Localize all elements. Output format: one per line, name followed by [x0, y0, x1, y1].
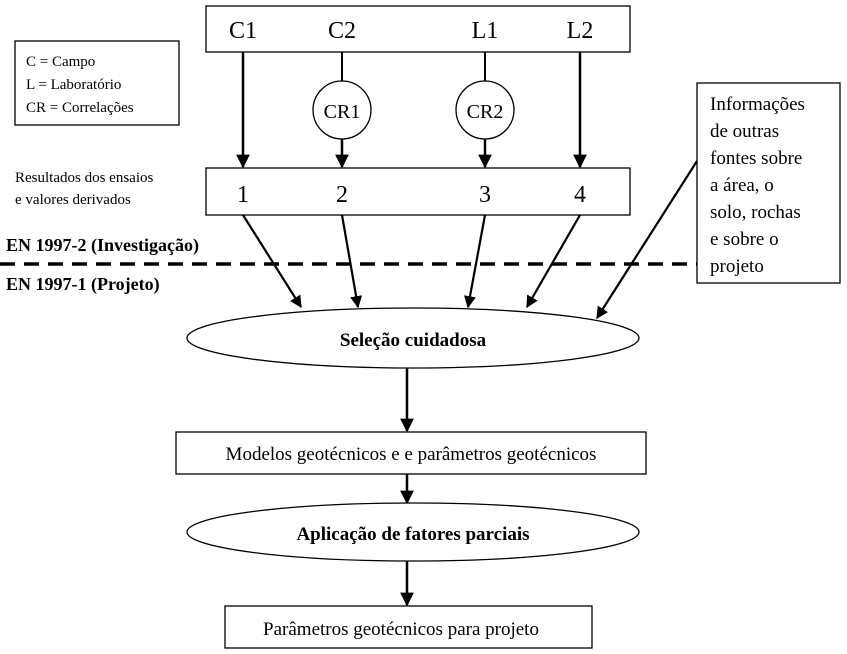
source-c1: C1	[229, 18, 257, 44]
models-label: Modelos geotécnicos e e parâmetros geoté…	[226, 444, 597, 465]
arrow-4-to-selection	[526, 214, 581, 309]
result-1: 1	[237, 182, 249, 208]
other-info-line3: fontes sobre	[710, 148, 802, 169]
result-4: 4	[574, 182, 586, 208]
other-info-line6: e sobre o	[710, 229, 779, 250]
selection-ellipse	[186, 307, 640, 369]
source-l2: L2	[567, 18, 594, 44]
sources-box: C1 C2 L1 L2	[205, 5, 631, 53]
other-info-line7: projeto	[710, 256, 764, 277]
cr1-label: CR1	[324, 101, 361, 123]
design-params-frame	[224, 605, 593, 649]
selection-step: Seleção cuidadosa	[186, 307, 640, 369]
cr2-label: CR2	[467, 101, 504, 123]
models-frame	[175, 431, 647, 475]
results-label-line1: Resultados dos ensaios	[15, 170, 153, 186]
result-2: 2	[336, 182, 348, 208]
results-frame	[205, 167, 631, 216]
arrow-2-to-selection	[340, 214, 363, 309]
source-l1: L1	[472, 18, 499, 44]
other-info-frame	[696, 82, 841, 284]
other-info-line2: de outras	[710, 121, 779, 142]
partial-factors-ellipse	[186, 502, 640, 562]
selection-label: Seleção cuidadosa	[340, 330, 487, 351]
arrow-other-info-to-selection	[596, 160, 698, 320]
design-params-step: Parâmetros geotécnicos para projeto	[224, 605, 593, 649]
legend-box	[14, 40, 180, 126]
cr1-circle	[312, 80, 372, 140]
other-info-line5: solo, rochas	[710, 202, 801, 223]
other-info-line4: a área, o	[710, 175, 774, 196]
results-label-line2: e valores derivados	[15, 192, 131, 208]
models-step: Modelos geotécnicos e e parâmetros geoté…	[175, 431, 647, 475]
arrow-1-to-selection	[242, 214, 302, 309]
partial-factors-label: Aplicação de fatores parciais	[296, 524, 529, 545]
cr2-circle	[455, 80, 515, 140]
other-info-box: Informações de outras fontes sobre a áre…	[696, 82, 841, 284]
legend-item-laboratorio: L = Laboratório	[26, 77, 121, 93]
partial-factors-step: Aplicação de fatores parciais	[186, 502, 640, 562]
sources-frame	[205, 5, 631, 53]
legend-item-correlacoes: CR = Correlações	[26, 100, 134, 116]
design-params-label: Parâmetros geotécnicos para projeto	[263, 619, 539, 640]
source-c2: C2	[328, 18, 356, 44]
other-info-line1: Informações	[710, 94, 805, 115]
correlation-cr2: CR2	[455, 80, 515, 140]
correlation-cr1: CR1	[312, 80, 372, 140]
result-3: 3	[479, 182, 491, 208]
legend-item-campo: C = Campo	[26, 54, 95, 70]
standard-investigation-label: EN 1997-2 (Investigação)	[6, 235, 199, 256]
arrow-3-to-selection	[464, 214, 487, 309]
legend: C = Campo L = Laboratório CR = Correlaçõ…	[14, 40, 180, 126]
results-box: 1 2 3 4	[205, 167, 631, 216]
standard-design-label: EN 1997-1 (Projeto)	[6, 274, 160, 295]
